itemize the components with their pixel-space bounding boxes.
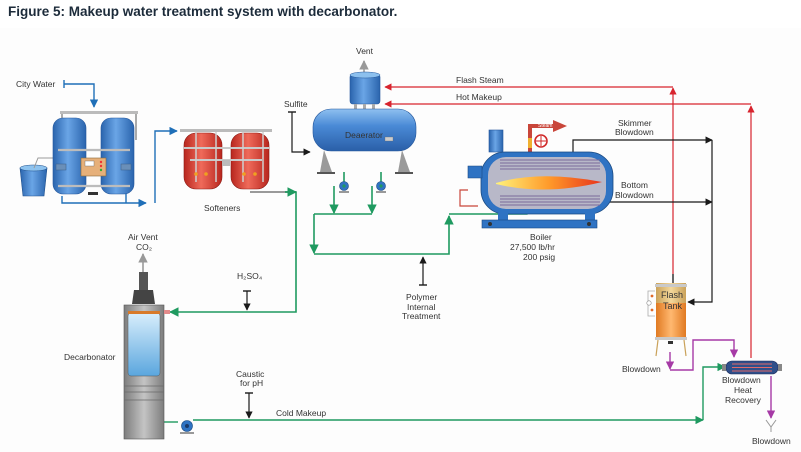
label-softeners: Softeners (204, 203, 240, 213)
label-cold-makeup: Cold Makeup (276, 408, 326, 418)
label-polymer-1: Polymer (406, 292, 437, 302)
label-city-water: City Water (16, 79, 56, 89)
label-boiler-3: 200 psig (523, 252, 555, 262)
label-steam-tag: Steam (538, 123, 552, 129)
label-polymer-3: Treatment (402, 311, 441, 321)
brine-tank (19, 157, 56, 197)
figure-title: Figure 5: Makeup water treatment system … (8, 4, 398, 19)
softener-vessels (180, 129, 272, 190)
label-flash-steam: Flash Steam (456, 75, 504, 85)
label-skimmer-1: Skimmer (618, 118, 652, 128)
flash-steam-line (384, 83, 677, 284)
label-drain-blowdown: Blowdown (752, 436, 791, 446)
label-heat-recovery-3: Recovery (725, 395, 762, 405)
label-air-vent-2: CO₂ (136, 242, 152, 252)
hot-makeup-line (384, 100, 755, 358)
feed-pump-2 (376, 181, 386, 193)
h2so4-injection-line (243, 290, 251, 311)
sulfite-injection-line (288, 111, 311, 156)
label-air-vent-1: Air Vent (128, 232, 158, 242)
deaerator (312, 71, 417, 174)
label-polymer-2: Internal (407, 302, 435, 312)
softener-to-decarbonator-line (169, 187, 297, 317)
label-heat-recovery-1: Blowdown (722, 375, 761, 385)
label-h2so4: H₂SO₄ (237, 271, 263, 281)
label-deaerator: Deaerator (345, 130, 383, 140)
feed-pump-1 (339, 181, 349, 193)
label-skimmer-2: Blowdown (615, 127, 654, 137)
label-boiler-2: 27,500 lb/hr (510, 242, 555, 252)
label-vent: Vent (356, 46, 374, 56)
label-caustic-1: Caustic (236, 369, 265, 379)
label-caustic-2: for pH (240, 378, 263, 388)
city-water-line (63, 80, 99, 108)
boiler (459, 120, 614, 229)
decarbonator (123, 272, 170, 440)
label-decarbonator: Decarbonator (64, 352, 116, 362)
label-flash-tank-1: Flash (661, 290, 683, 300)
flash-tank (646, 274, 687, 357)
polymer-injection-line (419, 256, 427, 286)
label-heat-recovery-2: Heat (734, 385, 753, 395)
label-flash-tank-2: Tank (663, 301, 683, 311)
blowdown-heat-recovery (722, 360, 782, 375)
flash-tank-drain-line (665, 339, 739, 371)
label-hot-makeup: Hot Makeup (456, 92, 502, 102)
drain-funnel-icon (765, 419, 777, 432)
cold-makeup-line (162, 362, 726, 425)
caustic-injection-line (245, 392, 253, 419)
label-sulfite: Sulfite (284, 99, 308, 109)
label-flash-blowdown: Blowdown (622, 364, 661, 374)
filter-vessels (52, 111, 138, 195)
label-bottom-1: Bottom (621, 180, 648, 190)
label-bottom-2: Blowdown (615, 190, 654, 200)
label-boiler-1: Boiler (530, 232, 552, 242)
makeup-pump (180, 420, 194, 434)
